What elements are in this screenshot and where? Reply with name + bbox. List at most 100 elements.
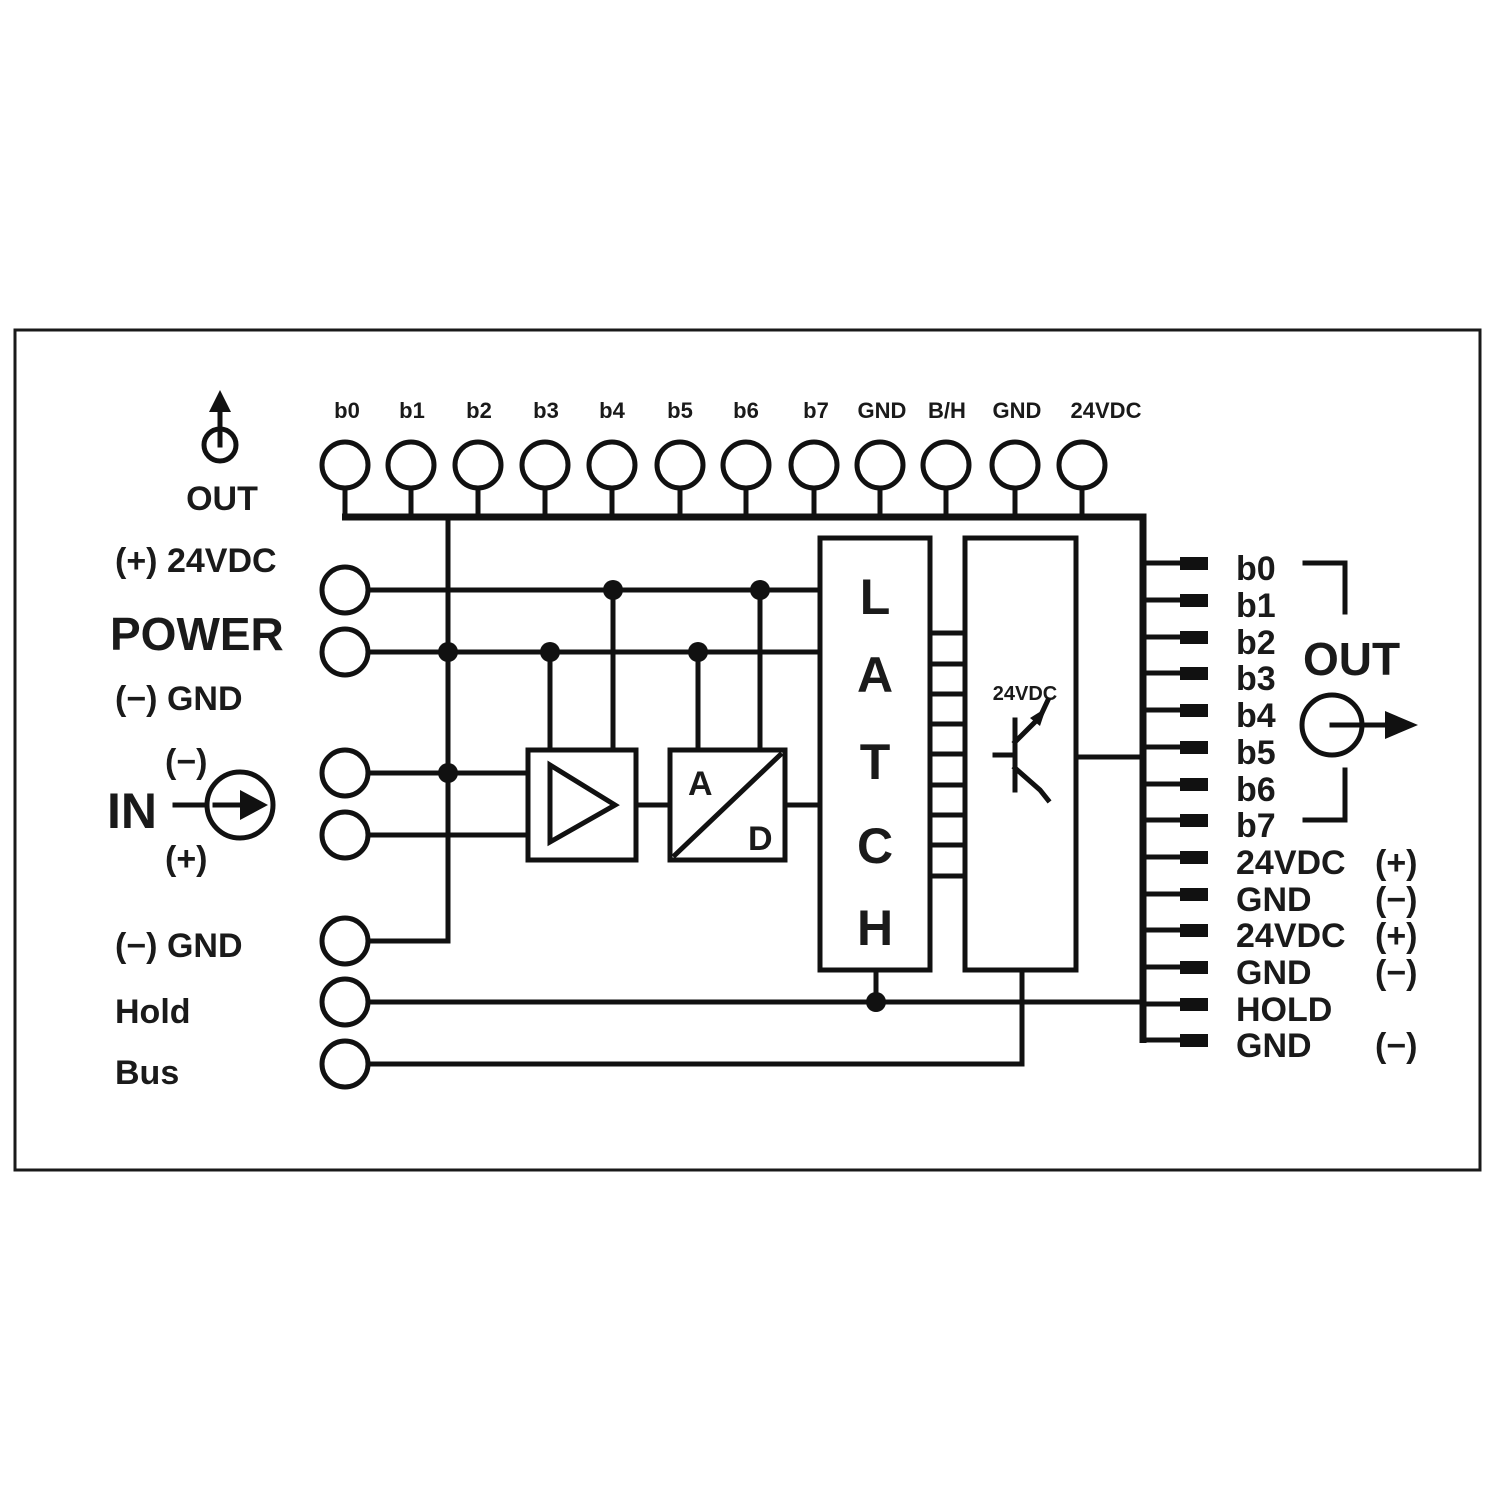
out-bracket-top	[1302, 560, 1348, 615]
pin-b4[interactable]	[1180, 704, 1208, 717]
polarity-24vdc-1: (+)	[1375, 844, 1418, 882]
right-pin-labels: b0 b1 b2 b3 b4 b5 b6 b7 24VDC GND 24VDC …	[1236, 550, 1346, 1065]
pin-b6[interactable]	[1180, 778, 1208, 791]
latch-letter-l: L	[860, 569, 891, 625]
pin-gnd-2[interactable]	[1180, 961, 1208, 974]
pin-gnd-1[interactable]	[1180, 888, 1208, 901]
pin-label-b4: b4	[1236, 697, 1276, 735]
transistor-icon	[992, 696, 1052, 804]
pin-label-b5: b5	[1236, 734, 1276, 772]
top-terminal-b4[interactable]	[586, 439, 638, 491]
out-label: OUT	[1303, 633, 1400, 685]
top-terminals	[319, 439, 1108, 491]
pin-b5[interactable]	[1180, 741, 1208, 754]
pin-label-b6: b6	[1236, 771, 1276, 809]
top-terminal-bh[interactable]	[920, 439, 972, 491]
ad-converter-block: A D	[667, 747, 788, 863]
gnd-label: (−) GND	[115, 927, 243, 965]
bus-label: Bus	[115, 1054, 179, 1092]
amplifier-icon	[547, 760, 620, 847]
in-minus-label: (−)	[165, 743, 208, 781]
pin-24vdc-2[interactable]	[1180, 924, 1208, 937]
terminal-bus[interactable]	[319, 1038, 371, 1090]
latch-letter-h: H	[857, 900, 893, 956]
terminal-in-minus[interactable]	[319, 747, 371, 799]
pin-label-24vdc-1: 24VDC	[1236, 844, 1346, 882]
terminal-hold[interactable]	[319, 976, 371, 1028]
top-terminal-b6[interactable]	[720, 439, 772, 491]
driver-block: 24VDC	[962, 535, 1079, 973]
pin-24vdc-1[interactable]	[1180, 851, 1208, 864]
pin-label-hold: HOLD	[1236, 991, 1332, 1029]
power-title: POWER	[110, 608, 284, 660]
polarity-24vdc-2: (+)	[1375, 917, 1418, 955]
output-arrow-icon	[1299, 692, 1418, 758]
transistor-supply-label: 24VDC	[993, 683, 1057, 705]
diagram-frame	[13, 328, 1482, 1172]
top-label-b6: b6	[733, 398, 759, 423]
polarity-gnd-2: (−)	[1375, 954, 1418, 992]
pin-b2[interactable]	[1180, 631, 1208, 644]
internal-bus	[342, 513, 1147, 1043]
top-terminal-gnd-1[interactable]	[854, 439, 906, 491]
top-label-bh: B/H	[928, 398, 966, 423]
ad-label-a: A	[688, 765, 713, 803]
top-label-gnd-2: GND	[993, 398, 1042, 423]
terminal-power-24vdc[interactable]	[319, 564, 371, 616]
pin-label-gnd-2: GND	[1236, 954, 1312, 992]
top-label-b2: b2	[466, 398, 492, 423]
latch-block: L A T C H	[817, 535, 933, 973]
latch-to-driver-lines	[927, 630, 968, 879]
right-polarity-labels: (+) (−) (+) (−) (−)	[1375, 844, 1418, 1065]
top-terminal-b0[interactable]	[319, 439, 371, 491]
right-pins	[1140, 557, 1208, 1047]
amplifier-block	[525, 747, 639, 863]
terminal-power-gnd[interactable]	[319, 626, 371, 678]
pin-label-24vdc-2: 24VDC	[1236, 917, 1346, 955]
in-plus-label: (+)	[165, 840, 208, 878]
top-terminal-b3[interactable]	[519, 439, 571, 491]
pin-label-gnd-1: GND	[1236, 881, 1312, 919]
out-bracket-bottom	[1302, 767, 1348, 823]
pin-hold[interactable]	[1180, 998, 1208, 1011]
pin-b0[interactable]	[1180, 557, 1208, 570]
polarity-gnd-3: (−)	[1375, 1027, 1418, 1065]
top-terminal-b2[interactable]	[452, 439, 504, 491]
out-icon-label: OUT	[186, 480, 258, 518]
top-label-b3: b3	[533, 398, 559, 423]
top-terminal-gnd-2[interactable]	[989, 439, 1041, 491]
top-terminal-b1[interactable]	[385, 439, 437, 491]
pin-b1[interactable]	[1180, 594, 1208, 607]
pin-label-b2: b2	[1236, 624, 1276, 662]
pin-gnd-3[interactable]	[1180, 1034, 1208, 1047]
power-output-icon	[201, 390, 239, 464]
hold-label: Hold	[115, 993, 191, 1031]
top-terminal-labels: b0 b1 b2 b3 b4 b5 b6 b7 GND B/H GND 24VD…	[334, 398, 1141, 423]
pin-label-b3: b3	[1236, 660, 1276, 698]
ad-label-d: D	[748, 820, 773, 858]
latch-letter-a: A	[857, 647, 893, 703]
pin-b3[interactable]	[1180, 667, 1208, 680]
top-terminal-b7[interactable]	[788, 439, 840, 491]
power-plus-label: (+) 24VDC	[115, 542, 277, 580]
pin-label-b0: b0	[1236, 550, 1276, 588]
terminal-gnd[interactable]	[319, 915, 371, 967]
top-label-b0: b0	[334, 398, 360, 423]
top-label-gnd-1: GND	[858, 398, 907, 423]
power-minus-label: (−) GND	[115, 680, 243, 718]
junction-dots	[438, 580, 886, 1012]
top-label-24vdc: 24VDC	[1071, 398, 1142, 423]
top-terminal-stubs	[342, 467, 1085, 521]
top-label-b5: b5	[667, 398, 693, 423]
pin-label-b1: b1	[1236, 587, 1276, 625]
pin-b7[interactable]	[1180, 814, 1208, 827]
top-terminal-b5[interactable]	[654, 439, 706, 491]
terminal-in-plus[interactable]	[319, 809, 371, 861]
pin-label-gnd-3: GND	[1236, 1027, 1312, 1065]
top-label-b4: b4	[599, 398, 625, 423]
in-label: IN	[107, 783, 157, 839]
top-terminal-24vdc[interactable]	[1056, 439, 1108, 491]
top-label-b1: b1	[399, 398, 425, 423]
latch-letter-t: T	[860, 734, 891, 790]
